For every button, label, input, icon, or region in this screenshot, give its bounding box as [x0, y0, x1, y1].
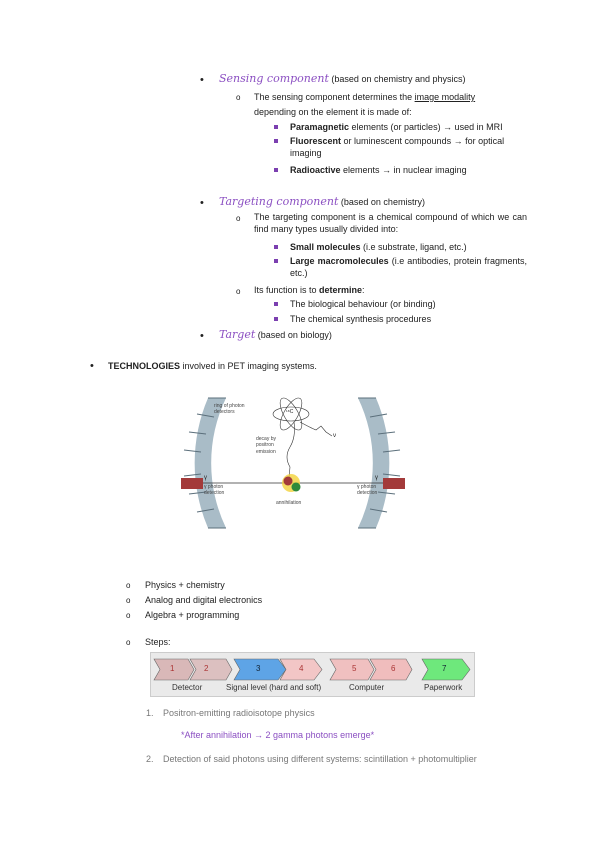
annihilation-note: *After annihilation → 2 gamma photons em… [181, 730, 375, 740]
bullet: • [200, 74, 204, 86]
fig-ring-label: ring of photon detectors [214, 403, 245, 416]
numbered-num: 1. [146, 708, 154, 718]
numbered-text: Positron-emitting radioisotope physics [163, 708, 315, 718]
fig-decay: decay by positron emission [256, 436, 277, 455]
fig-isotope: ¹⁸C [286, 409, 294, 415]
targeting-item: Large macromolecules (i.e antibodies, pr… [290, 255, 527, 279]
square-bullet [274, 168, 278, 172]
function-item: The biological behaviour (or binding) [290, 299, 436, 309]
sensing-item-bold: Paramagnetic [290, 122, 350, 132]
fig-gamma-right: γ [375, 475, 378, 481]
step-label-signal: Signal level (hard and soft) [226, 683, 322, 692]
target-title: Target [219, 328, 256, 341]
step-num-1: 1 [170, 664, 175, 673]
step-num-3: 3 [256, 664, 261, 673]
sensing-item-text: or luminescent compounds → for optical i… [290, 136, 505, 159]
left-detector-ring [181, 397, 226, 529]
square-bullet [274, 302, 278, 306]
targeting-desc: The targeting component is a chemical co… [254, 212, 527, 235]
numbered-num: 2. [146, 754, 154, 764]
tech-item: Analog and digital electronics [145, 595, 263, 605]
technologies-text: involved in PET imaging systems. [180, 361, 317, 371]
target-heading: Target (based on biology) [219, 328, 332, 343]
targeting-note: (based on chemistry) [340, 197, 425, 207]
step-num-4: 4 [299, 664, 304, 673]
steps-label: Steps: [145, 637, 171, 647]
square-bullet [274, 317, 278, 321]
numbered-text: Detection of said photons using differen… [163, 754, 477, 764]
sensing-item-text: elements (or particles) → used in MRI [349, 122, 503, 132]
tech-item: Physics + chemistry [145, 580, 225, 590]
square-bullet [274, 125, 278, 129]
sensing-item: Paramagnetic elements (or particles) → u… [290, 121, 530, 133]
steps-arrows [153, 658, 471, 681]
technologies-bold: TECHNOLOGIES [108, 361, 181, 371]
targeting-item-bold: Small molecules [290, 242, 361, 252]
right-detector-ring [358, 397, 405, 529]
square-bullet [274, 259, 278, 263]
step-num-7: 7 [442, 664, 447, 673]
electron-dot [291, 482, 301, 492]
function-b: determine [319, 285, 363, 295]
targeting-function: Its function is to determine: [254, 284, 365, 296]
square-bullet [274, 245, 278, 249]
sensing-note: (based on chemistry and physics) [331, 74, 466, 84]
sensing-heading: Sensing component (based on chemistry an… [219, 72, 465, 87]
step-num-6: 6 [391, 664, 396, 673]
sensing-desc: The sensing component determines the ima… [254, 91, 527, 103]
targeting-item: Small molecules (i.e substrate, ligand, … [290, 241, 527, 253]
circle-bullet: o [126, 581, 131, 590]
circle-bullet: o [126, 638, 131, 647]
circle-bullet: o [236, 93, 241, 102]
sensing-item: Radioactive elements → in nuclear imagin… [290, 164, 530, 176]
step-label-detector: Detector [172, 683, 203, 692]
sensing-desc-a: The sensing component determines the [254, 92, 415, 102]
fig-left-detection: γ photon detection [204, 484, 225, 497]
step-label-paperwork: Paperwork [424, 683, 463, 692]
bullet: • [200, 330, 204, 342]
circle-bullet: o [236, 214, 241, 223]
circle-bullet: o [236, 287, 241, 296]
target-note: (based on biology) [257, 330, 332, 340]
targeting-heading: Targeting component (based on chemistry) [219, 195, 425, 210]
fig-neutrino: ν [333, 433, 336, 439]
sensing-item: Fluorescent or luminescent compounds → f… [290, 135, 530, 159]
sensing-item-text: elements → in nuclear imaging [340, 165, 467, 175]
square-bullet [274, 139, 278, 143]
step-num-2: 2 [204, 664, 209, 673]
circle-bullet: o [126, 596, 131, 605]
function-a: Its function is to [254, 285, 320, 295]
bullet: • [200, 197, 204, 209]
atom-icon [272, 397, 333, 479]
sensing-desc-2: depending on the element it is made of: [254, 107, 412, 117]
fig-right-detection: γ photon detection [357, 484, 378, 497]
fig-annihilation: annihilation [276, 500, 302, 506]
sensing-item-bold: Fluorescent [290, 136, 342, 146]
sensing-title: Sensing component [219, 72, 329, 85]
function-c: : [362, 285, 365, 295]
technologies-line: TECHNOLOGIES involved in PET imaging sys… [108, 360, 317, 372]
bullet: • [90, 360, 94, 372]
targeting-item-text: (i.e antibodies, protein fragments, etc.… [290, 256, 527, 279]
positron-dot [283, 476, 293, 486]
circle-bullet: o [126, 611, 131, 620]
function-item: The chemical synthesis procedures [290, 314, 432, 324]
sensing-item-bold: Radioactive [290, 165, 341, 175]
sensing-desc-underline: image modality [414, 92, 476, 102]
targeting-item-text: (i.e substrate, ligand, etc.) [360, 242, 467, 252]
targeting-title: Targeting component [219, 195, 339, 208]
tech-item: Algebra + programming [145, 610, 240, 620]
pet-diagram [181, 397, 405, 529]
targeting-item-bold: Large macromolecules [290, 256, 389, 266]
step-num-5: 5 [352, 664, 357, 673]
fig-gamma-left: γ [204, 475, 207, 481]
step-label-computer: Computer [349, 683, 385, 692]
